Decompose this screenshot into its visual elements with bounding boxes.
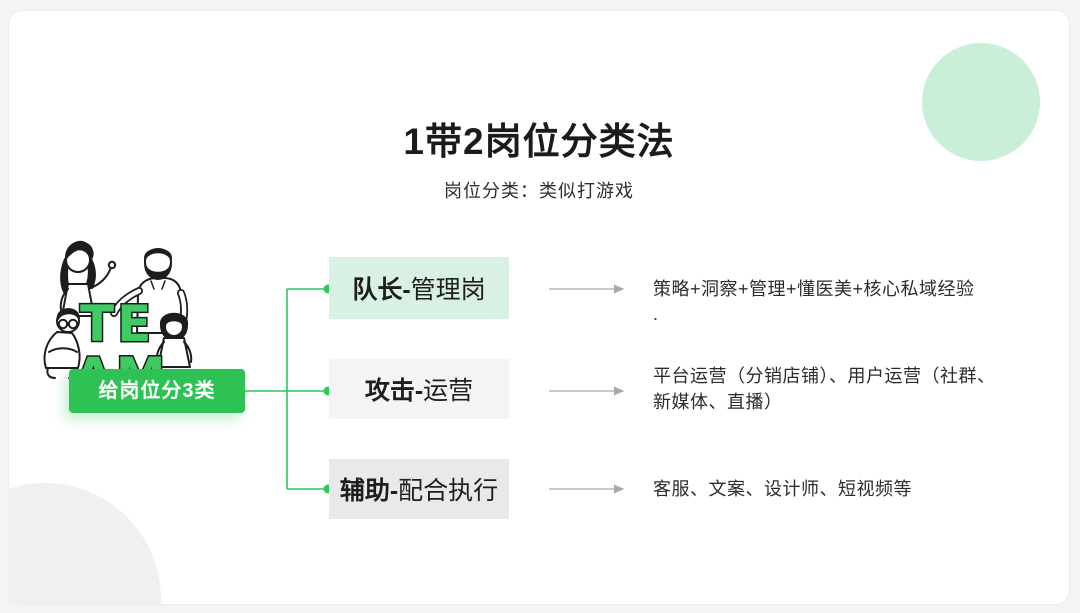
desc-captain-line1: 策略+洞察+管理+懂医美+核心私域经验 [653, 279, 975, 299]
category-label: 给岗位分3类 [69, 369, 245, 413]
desc-support-line1: 客服、文案、设计师、短视频等 [653, 479, 912, 499]
box-attack-bold: 攻击- [364, 377, 424, 405]
decor-circle-gray [9, 483, 161, 604]
page-subtitle: 岗位分类：类似打游戏 [444, 181, 634, 201]
desc-captain-line2: . [653, 304, 659, 324]
desc-captain: 策略+洞察+管理+懂医美+核心私域经验 . [653, 277, 1053, 327]
desc-attack: 平台运营（分销店铺）、用户运营（社群、 新媒体、直播） [653, 363, 1053, 415]
girl-figure [155, 312, 193, 368]
tree-connector [245, 288, 324, 490]
woman-figure [59, 240, 117, 317]
box-support-bold: 辅助- [339, 477, 399, 505]
team-letters-top: TE [80, 295, 154, 353]
glasses-man-figure [43, 308, 81, 379]
slide-card: 1带2岗位分类法 岗位分类：类似打游戏 [8, 10, 1070, 605]
box-captain: 队长-管理岗 [329, 257, 509, 319]
box-captain-bold: 队长- [352, 276, 411, 304]
box-support: 辅助-配合执行 [329, 459, 509, 519]
desc-attack-line2: 新媒体、直播） [653, 392, 783, 412]
decor-circle-green [922, 43, 1040, 161]
box-attack-rest: 运营 [423, 377, 474, 405]
box-captain-rest: 管理岗 [410, 276, 486, 304]
desc-support: 客服、文案、设计师、短视频等 [653, 477, 1053, 502]
box-support-rest: 配合执行 [398, 477, 499, 505]
desc-attack-line1: 平台运营（分销店铺）、用户运营（社群、 [653, 366, 996, 386]
box-attack: 攻击-运营 [329, 359, 509, 419]
page-title: 1带2岗位分类法 [403, 121, 675, 162]
